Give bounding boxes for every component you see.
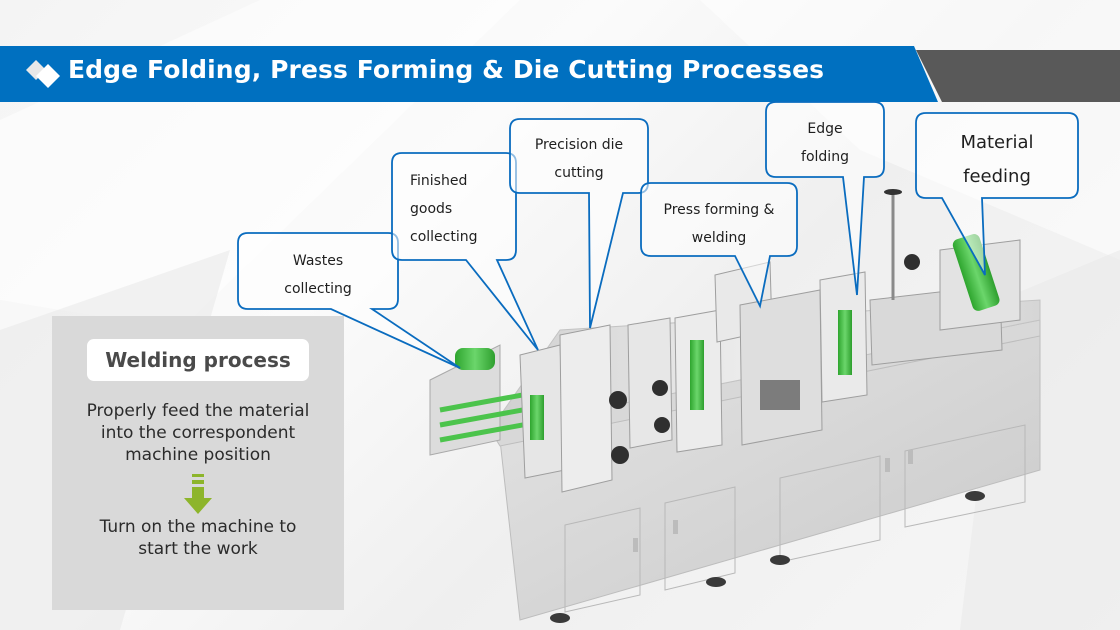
callout-text-line: Wastes [292,253,344,269]
callout-material-feeding-label: Material feeding [916,126,1078,194]
callout-text-line: Press forming & [663,202,775,218]
callout-edge-folding-label: Edge folding [766,115,884,171]
forming-station [674,309,723,453]
cabinet-doors [564,424,1026,613]
page-title: Edge Folding, Press Forming & Die Cuttin… [68,55,825,84]
step-text-line: start the work [138,539,258,559]
callout-text-line: collecting [410,229,478,245]
callout-die-cutting-label: Precision die cutting [510,131,648,187]
intermediate-station [627,317,673,449]
step-text-line: Properly feed the material [86,401,310,421]
callout-text-line: Material [960,132,1034,153]
callout-finished-label: Finished goods collecting [410,167,510,251]
finished-goods-station [519,344,566,479]
callout-text-line: Finished [410,173,468,189]
callout-wastes-label: Wastes collecting [238,247,398,303]
step-text-line: Turn on the machine to [99,517,297,537]
welding-process-heading: Welding process [87,339,309,381]
banner-gray-block [916,50,1120,102]
callout-text-line: welding [691,230,747,246]
edge-folding-station [819,271,868,403]
title-banner [0,46,1120,102]
material-feeding-station [869,189,1021,366]
step-text-line: into the correspondent [100,423,296,443]
banner-blue-block [0,46,938,102]
callout-text-line: Precision die [534,137,624,153]
diamond-tiles-icon [26,60,60,88]
callout-press-forming-label: Press forming & welding [641,196,797,252]
die-cutting-station [559,324,629,493]
step-turn-on-machine: Turn on the machine to start the work [52,516,344,560]
callout-text-line: cutting [554,165,604,181]
callout-text-line: goods [410,201,453,217]
caster-wheels [550,491,985,623]
door-handles [633,450,913,552]
callout-text-line: feeding [963,166,1031,187]
callout-text-line: Edge [807,121,843,137]
welding-process-panel: Welding process Properly feed the materi… [52,316,344,610]
step-text-line: machine position [125,445,271,465]
step-feed-material: Properly feed the material into the corr… [52,400,344,466]
callout-text-line: collecting [284,281,352,297]
down-arrow-icon [184,474,212,514]
callout-text-line: folding [801,149,849,165]
